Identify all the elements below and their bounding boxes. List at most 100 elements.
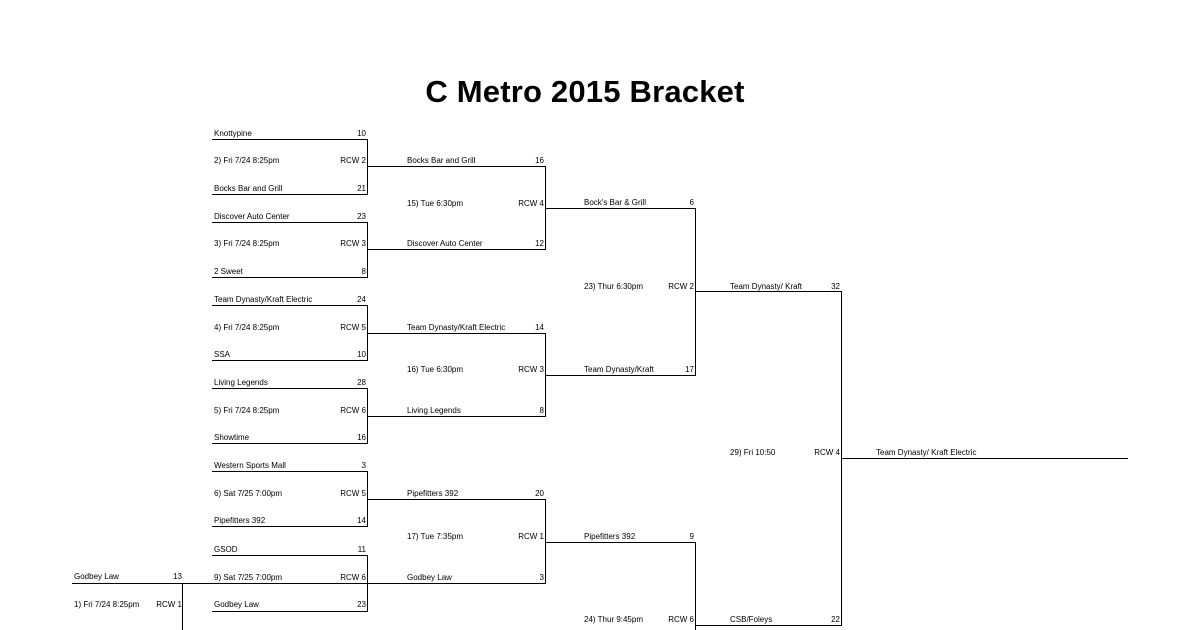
champion-name: Team Dynasty/ Kraft Electric [876, 448, 977, 457]
team-score: 14 [357, 516, 366, 525]
team-name: Discover Auto Center [407, 239, 483, 248]
team-score: 23 [357, 600, 366, 609]
bracket-line [212, 194, 368, 195]
game-label: 24) Thur 9:45pm [584, 615, 643, 624]
bracket-line [212, 526, 368, 527]
bracket-line [212, 360, 368, 361]
bracket-title: C Metro 2015 Bracket [425, 74, 745, 109]
team-score: 8 [361, 267, 366, 276]
team-score: 11 [357, 545, 366, 554]
court-label: RCW 6 [340, 406, 366, 415]
team-name: Team Dynasty/Kraft Electric [214, 295, 313, 304]
bracket-line [212, 443, 368, 444]
court-label: RCW 1 [518, 532, 544, 541]
bracket-connector [182, 583, 183, 630]
bracket-connector [367, 388, 368, 443]
court-label: RCW 1 [156, 600, 182, 609]
team-name: Bocks Bar and Grill [407, 156, 476, 165]
team-name: Bock's Bar & Grill [584, 198, 646, 207]
game-label: 3) Fri 7/24 8:25pm [214, 239, 280, 248]
team-score: 28 [357, 378, 366, 387]
team-score: 23 [357, 212, 366, 221]
bracket-line [367, 333, 546, 334]
team-name: Godbey Law [74, 572, 119, 581]
team-score: 8 [539, 406, 544, 415]
game-label: 1) Fri 7/24 8:25pm [74, 600, 140, 609]
court-label: RCW 6 [340, 573, 366, 582]
bracket-line [841, 458, 1128, 459]
bracket-line [367, 166, 546, 167]
team-name: GSOD [214, 545, 238, 554]
court-label: RCW 2 [668, 282, 694, 291]
bracket-line [72, 583, 183, 584]
team-name: Knottypine [214, 129, 252, 138]
team-name: 2 Sweet [214, 267, 243, 276]
game-label: 6) Sat 7/25 7:00pm [214, 489, 283, 498]
bracket-line [212, 222, 368, 223]
bracket-line [545, 542, 696, 543]
bracket-line [695, 291, 842, 292]
court-label: RCW 6 [668, 615, 694, 624]
court-label: RCW 3 [340, 239, 366, 248]
bracket-line [212, 139, 368, 140]
team-score: 21 [357, 184, 366, 193]
team-name: Team Dynasty/Kraft [584, 365, 654, 374]
bracket-line [212, 277, 368, 278]
bracket-line [367, 499, 546, 500]
bracket-connector [545, 166, 546, 249]
game-label: 23) Thur 6:30pm [584, 282, 643, 291]
bracket-line [212, 555, 368, 556]
team-score: 32 [831, 282, 840, 291]
team-name: Godbey Law [214, 600, 259, 609]
bracket-line [212, 305, 368, 306]
bracket-connector [695, 542, 696, 630]
team-score: 3 [539, 573, 544, 582]
team-score: 12 [535, 239, 544, 248]
game-label: 4) Fri 7/24 8:25pm [214, 323, 280, 332]
team-score: 10 [357, 350, 366, 359]
team-name: Living Legends [407, 406, 461, 415]
team-name: Western Sports Mall [214, 461, 286, 470]
bracket-connector [367, 471, 368, 526]
game-label: 2) Fri 7/24 8:25pm [214, 156, 280, 165]
bracket-line [212, 388, 368, 389]
bracket-line [182, 583, 546, 584]
team-name: Living Legends [214, 378, 268, 387]
bracket-connector [545, 499, 546, 583]
team-name: CSB/Foleys [730, 615, 773, 624]
bracket-line [212, 471, 368, 472]
court-label: RCW 4 [518, 199, 544, 208]
team-name: Godbey Law [407, 573, 452, 582]
team-score: 13 [173, 572, 182, 581]
court-label: RCW 5 [340, 323, 366, 332]
bracket-line [695, 625, 842, 626]
game-label: 16) Tue 6:30pm [407, 365, 464, 374]
team-score: 17 [685, 365, 694, 374]
team-name: Pipefitters 392 [214, 516, 266, 525]
team-name: Discover Auto Center [214, 212, 290, 221]
bracket-line [545, 375, 696, 376]
game-label: 9) Sat 7/25 7:00pm [214, 573, 283, 582]
team-name: Pipefitters 392 [584, 532, 636, 541]
team-score: 20 [535, 489, 544, 498]
team-score: 24 [357, 295, 366, 304]
team-score: 14 [535, 323, 544, 332]
team-name: Team Dynasty/Kraft Electric [407, 323, 506, 332]
bracket-line [367, 416, 546, 417]
team-score: 16 [535, 156, 544, 165]
game-label: 29) Fri 10:50 [730, 448, 776, 457]
team-name: Bocks Bar and Grill [214, 184, 283, 193]
court-label: RCW 4 [814, 448, 840, 457]
game-label: 5) Fri 7/24 8:25pm [214, 406, 280, 415]
team-score: 6 [689, 198, 694, 207]
team-name: SSA [214, 350, 231, 359]
game-label: 17) Tue 7:35pm [407, 532, 464, 541]
team-name: Showtime [214, 433, 250, 442]
team-name: Team Dynasty/ Kraft [730, 282, 803, 291]
team-score: 22 [831, 615, 840, 624]
court-label: RCW 2 [340, 156, 366, 165]
team-score: 9 [689, 532, 694, 541]
bracket-line [212, 611, 368, 612]
game-label: 15) Tue 6:30pm [407, 199, 464, 208]
team-score: 16 [357, 433, 366, 442]
